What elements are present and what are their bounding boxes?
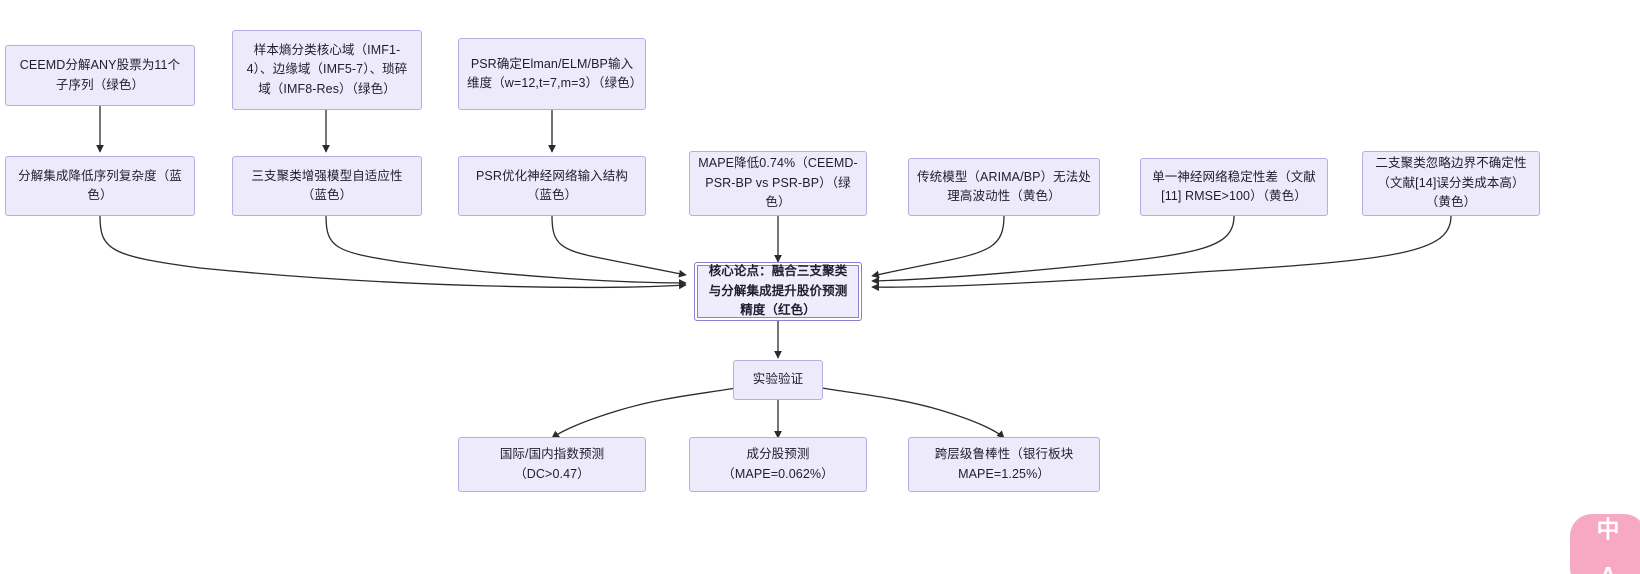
- node-reduce-sequence-complexity[interactable]: 分解集成降低序列复杂度（蓝色）: [5, 156, 195, 216]
- edge-n8-core: [871, 215, 1005, 279]
- node-label: 分解集成降低序列复杂度（蓝色）: [18, 168, 182, 202]
- edge-n4-core: [99, 215, 687, 290]
- node-label: PSR优化神经网络输入结构（蓝色）: [475, 168, 628, 202]
- node-label: 单一神经网络稳定性差（文献[11] RMSE>100）（黄色）: [1152, 169, 1316, 203]
- node-label: MAPE降低0.74%（CEEMD-PSR-BP vs PSR-BP）（绿色）: [698, 156, 858, 210]
- edge-n9-core: [871, 215, 1235, 285]
- node-ceemd-decomposition[interactable]: CEEMD分解ANY股票为11个子序列（绿色）: [5, 45, 195, 106]
- node-single-nn-instability[interactable]: 单一神经网络稳定性差（文献[11] RMSE>100）（黄色）: [1140, 158, 1328, 216]
- node-psr-optimize-nn-input[interactable]: PSR优化神经网络输入结构（蓝色）: [458, 156, 646, 216]
- edge-verify-r3: [821, 387, 1005, 439]
- watermark-line1: 中: [1596, 515, 1620, 542]
- node-label: 跨层级鲁棒性（银行板块MAPE=1.25%）: [934, 447, 1074, 481]
- node-label: 实验验证: [752, 372, 804, 387]
- node-psr-input-dimension[interactable]: PSR确定Elman/ELM/BP输入维度（w=12,t=7,m=3）（绿色）: [458, 38, 646, 110]
- edge-n6-core: [551, 215, 687, 278]
- node-index-prediction-result[interactable]: 国际/国内指数预测（DC>0.47）: [458, 437, 646, 492]
- node-label: 三支聚类增强模型自适应性（蓝色）: [251, 168, 403, 202]
- node-sample-entropy-classification[interactable]: 样本熵分类核心域（IMF1-4）、边缘域（IMF5-7）、琐碎域（IMF8-Re…: [232, 30, 422, 110]
- node-three-way-clustering-adaptivity[interactable]: 三支聚类增强模型自适应性（蓝色）: [232, 156, 422, 216]
- edge-n10-core: [871, 215, 1452, 292]
- node-core-argument[interactable]: 核心论点：融合三支聚类与分解集成提升股价预测精度（红色）: [694, 262, 862, 321]
- node-label: 二支聚类忽略边界不确定性（文献[14]误分类成本高）（黄色）: [1375, 156, 1527, 210]
- watermark-badge: 中 A: [1570, 514, 1640, 574]
- node-traditional-model-limitation[interactable]: 传统模型（ARIMA/BP）无法处理高波动性（黄色）: [908, 158, 1100, 216]
- node-label: PSR确定Elman/ELM/BP输入维度（w=12,t=7,m=3）（绿色）: [467, 56, 643, 90]
- node-label: 国际/国内指数预测（DC>0.47）: [499, 447, 605, 481]
- node-cross-level-robustness-result[interactable]: 跨层级鲁棒性（银行板块MAPE=1.25%）: [908, 437, 1100, 492]
- node-label: 核心论点：融合三支聚类与分解集成提升股价预测精度（红色）: [708, 264, 848, 318]
- node-experimental-verification[interactable]: 实验验证: [733, 360, 823, 400]
- node-constituent-stock-result[interactable]: 成分股预测（MAPE=0.062%）: [689, 437, 867, 492]
- watermark-line2: A: [1597, 563, 1620, 574]
- node-label: 样本熵分类核心域（IMF1-4）、边缘域（IMF5-7）、琐碎域（IMF8-Re…: [246, 42, 408, 96]
- node-label: 成分股预测（MAPE=0.062%）: [722, 447, 834, 481]
- node-label: 传统模型（ARIMA/BP）无法处理高波动性（黄色）: [917, 169, 1091, 203]
- node-label: CEEMD分解ANY股票为11个子序列（绿色）: [19, 58, 181, 92]
- node-mape-reduction[interactable]: MAPE降低0.74%（CEEMD-PSR-BP vs PSR-BP）（绿色）: [689, 151, 867, 216]
- edge-n5-core: [325, 215, 687, 287]
- edge-verify-r1: [551, 387, 737, 439]
- node-two-way-clustering-limitation[interactable]: 二支聚类忽略边界不确定性（文献[14]误分类成本高）（黄色）: [1362, 151, 1540, 216]
